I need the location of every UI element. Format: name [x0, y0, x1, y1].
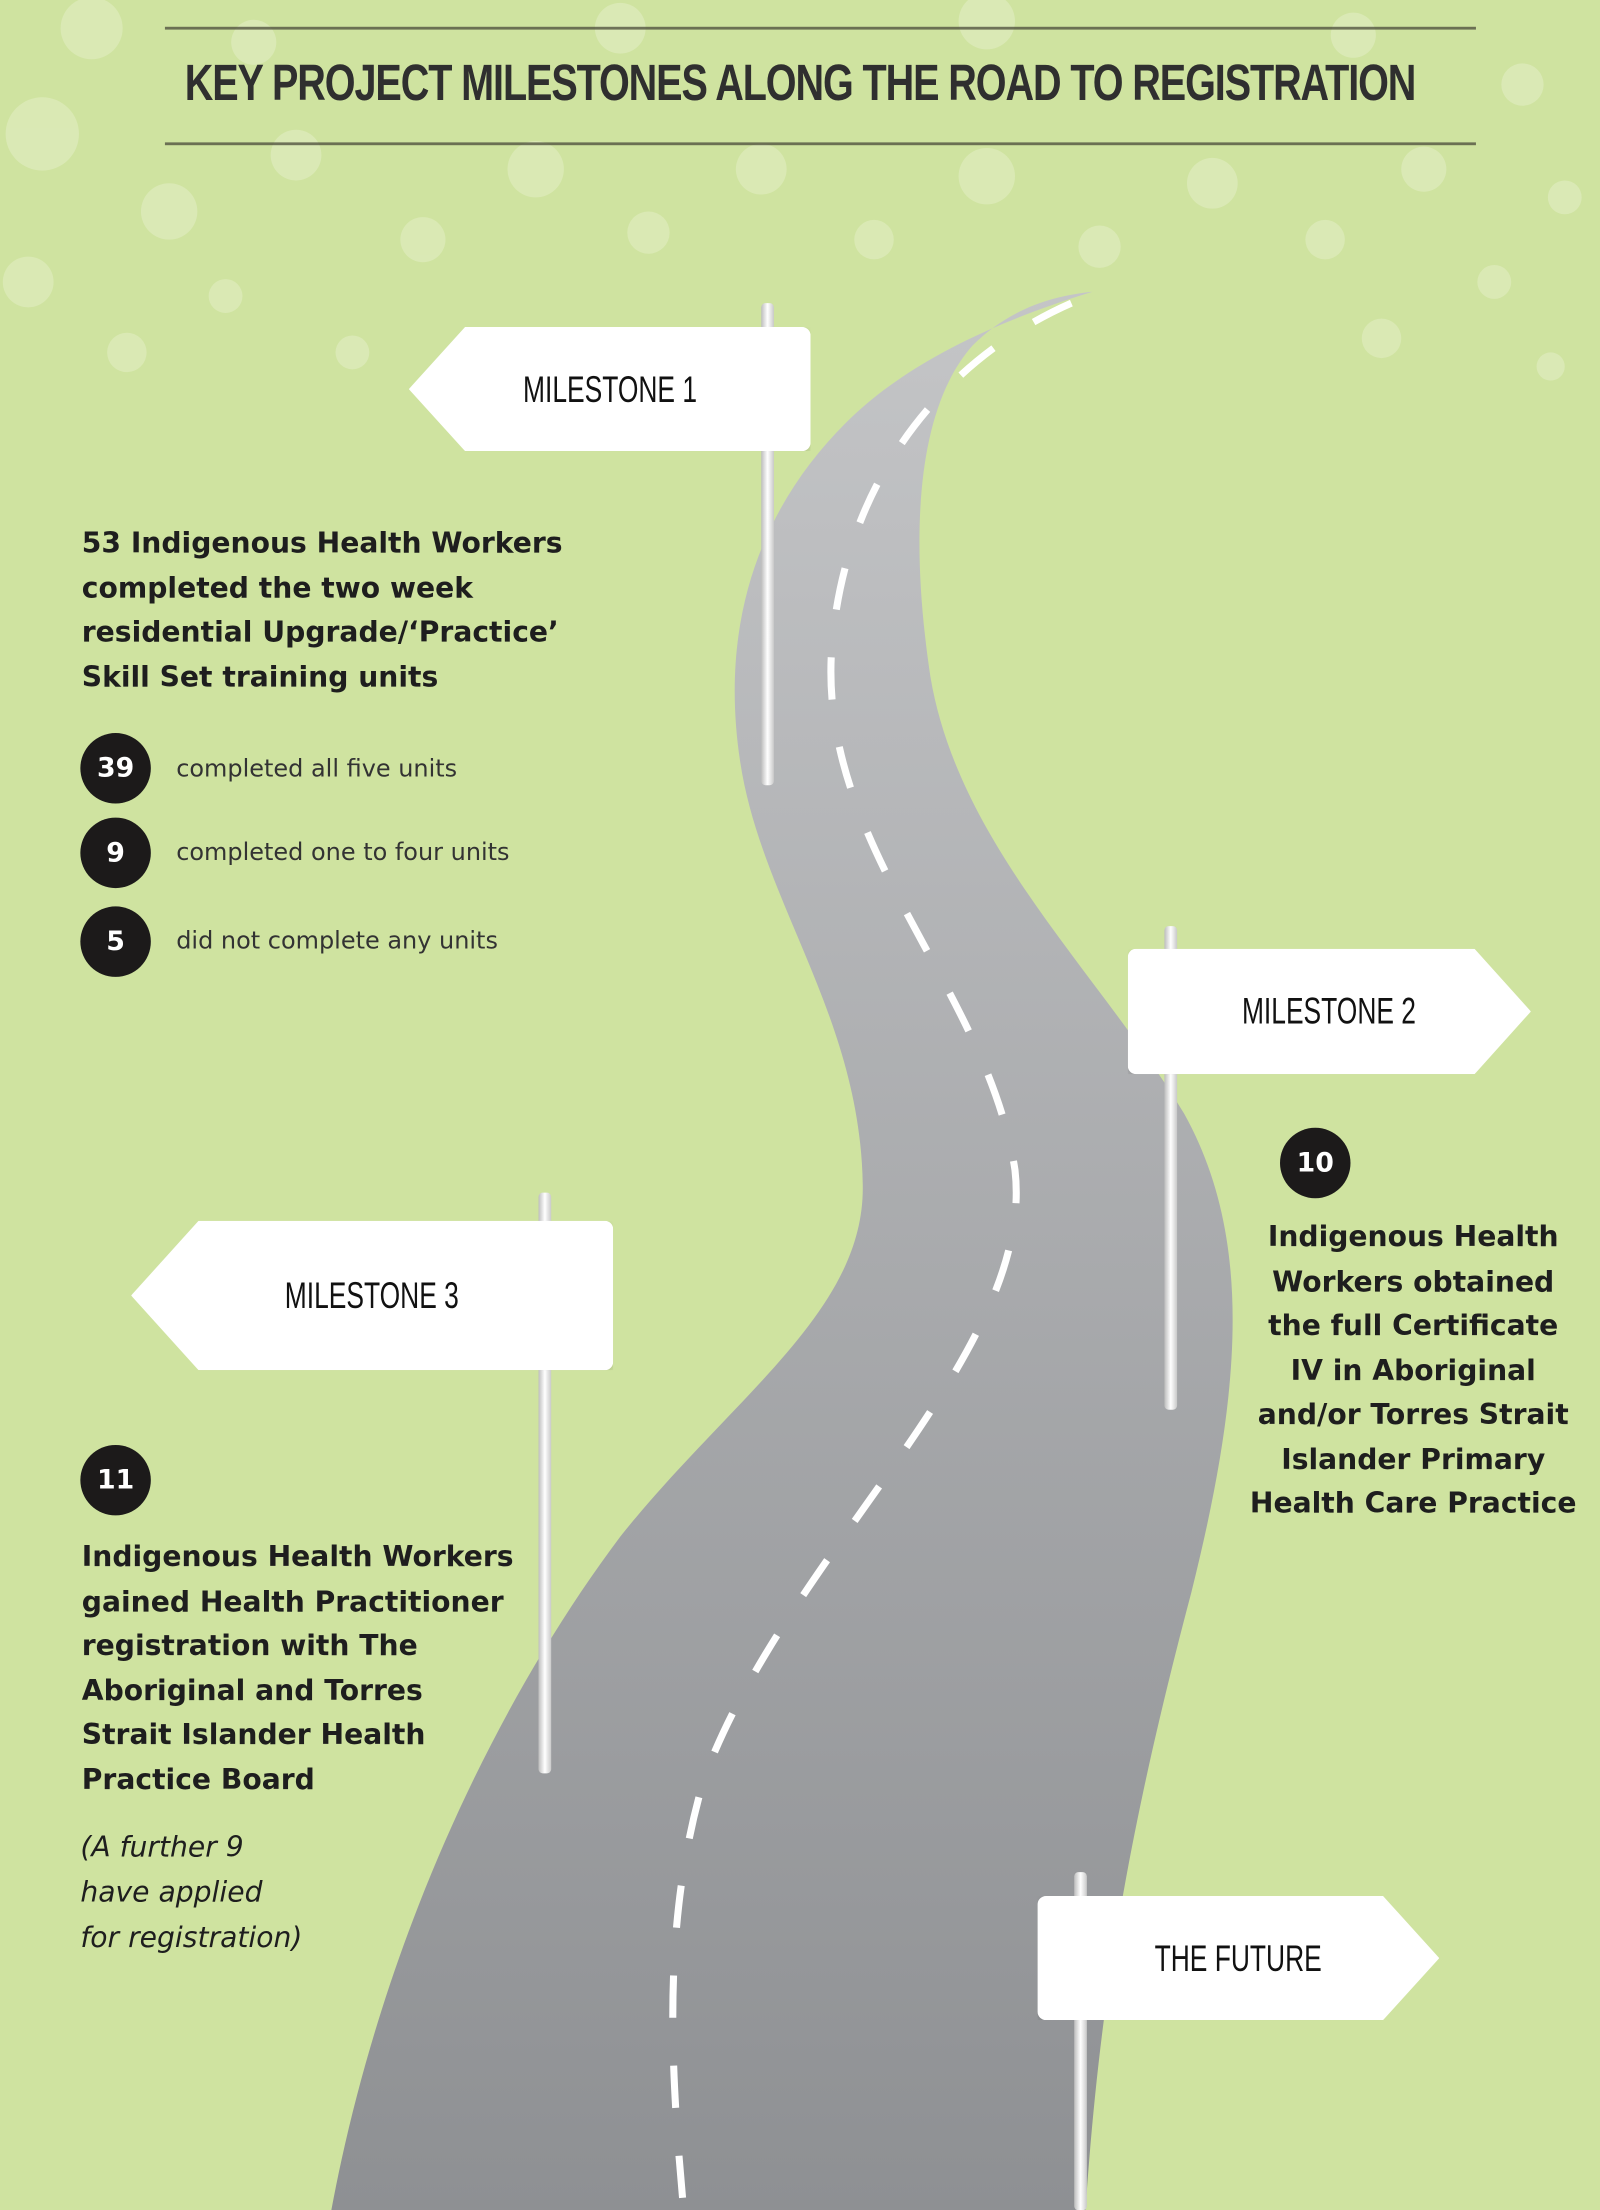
future-sign: THE FUTURE — [1037, 1896, 1440, 2021]
milestone-1-label: MILESTONE 1 — [522, 367, 697, 410]
stat-label: completed all five units — [176, 755, 458, 784]
milestone-2-label: MILESTONE 2 — [1242, 989, 1417, 1032]
stat-label: completed one to four units — [176, 838, 510, 867]
milestone-3-label: MILESTONE 3 — [285, 1273, 460, 1316]
milestone-2-text: Indigenous Health Workers obtained the f… — [1249, 1219, 1577, 1520]
stat-badge: 10 — [1280, 1127, 1351, 1199]
stat-badge: 9 — [80, 817, 151, 889]
stat-label: did not complete any units — [176, 927, 498, 956]
stat-badge: 5 — [80, 906, 151, 977]
stat-badge: 39 — [80, 733, 151, 804]
page-title: KEY PROJECT MILESTONES ALONG THE ROAD TO… — [184, 53, 1417, 112]
milestone-2-sign: MILESTONE 2 — [1127, 948, 1531, 1075]
title-rule-top — [164, 26, 1476, 30]
road-center-dashes — [669, 299, 1073, 2210]
stat-badge: 11 — [80, 1444, 151, 1516]
future-label: THE FUTURE — [1154, 1936, 1322, 1979]
milestone-3-text: Indigenous Health Workers gained Health … — [81, 1539, 514, 1796]
milestone-1-sign: MILESTONE 1 — [408, 327, 811, 452]
title-rule-bottom — [164, 142, 1476, 146]
milestone-1-text: 53 Indigenous Health Workers completed t… — [81, 525, 563, 693]
milestone-3-note: (A further 9 have applied for registrati… — [80, 1829, 303, 1954]
road — [331, 291, 1233, 2210]
milestone-3-sign: MILESTONE 3 — [131, 1220, 614, 1371]
bokeh-dots — [2, 0, 1582, 381]
